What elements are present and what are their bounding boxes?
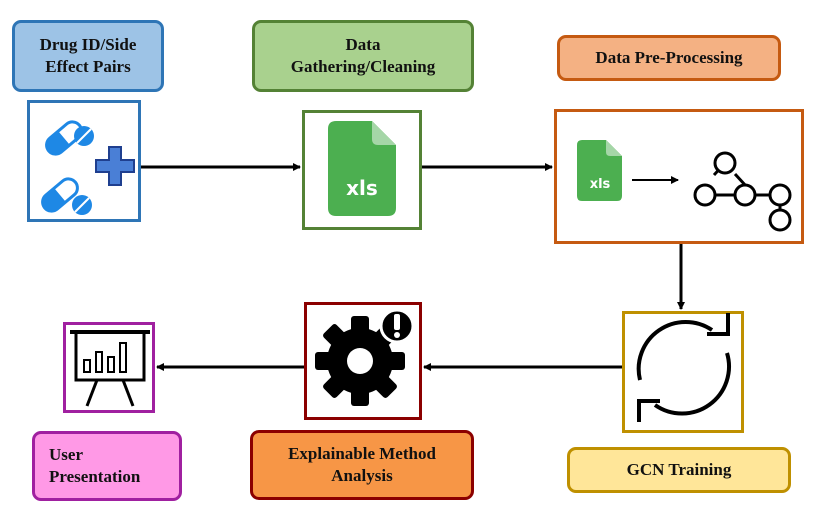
preprocessing-line1: Data Pre-Processing	[595, 48, 743, 67]
refresh-cycle-icon	[636, 313, 731, 422]
xls-file-icon: xls	[328, 121, 396, 216]
drug-pairs-line2: Effect Pairs	[45, 57, 131, 76]
drug-pairs-line1: Drug ID/Side	[39, 35, 137, 54]
explainable-label: Explainable Method Analysis	[250, 430, 474, 500]
user-line2: Presentation	[49, 467, 141, 486]
xls-large-text: xls	[346, 176, 378, 200]
gathering-label: Data Gathering/Cleaning	[252, 20, 474, 92]
presentation-board-icon	[70, 330, 150, 407]
user-label: User Presentation	[32, 431, 182, 501]
plus-icon	[95, 146, 135, 186]
xls-small-text: xls	[590, 177, 611, 192]
user-box	[63, 322, 155, 413]
user-line1: User	[49, 445, 83, 464]
gear-alert-icon	[315, 308, 415, 406]
gathering-line2: Gathering/Cleaning	[290, 57, 436, 76]
gathering-line1: Data	[345, 35, 381, 54]
gcn-line1: GCN Training	[626, 460, 732, 479]
xls-file-small-icon: xls	[577, 140, 622, 201]
explainable-line2: Analysis	[331, 466, 393, 485]
drug-pairs-label: Drug ID/Side Effect Pairs	[12, 20, 164, 92]
gcn-label: GCN Training	[567, 447, 791, 493]
preprocessing-label: Data Pre-Processing	[557, 35, 781, 81]
explainable-line1: Explainable Method	[288, 444, 436, 463]
pill-capsule-icon	[41, 120, 94, 215]
molecule-graph-icon	[693, 151, 792, 232]
